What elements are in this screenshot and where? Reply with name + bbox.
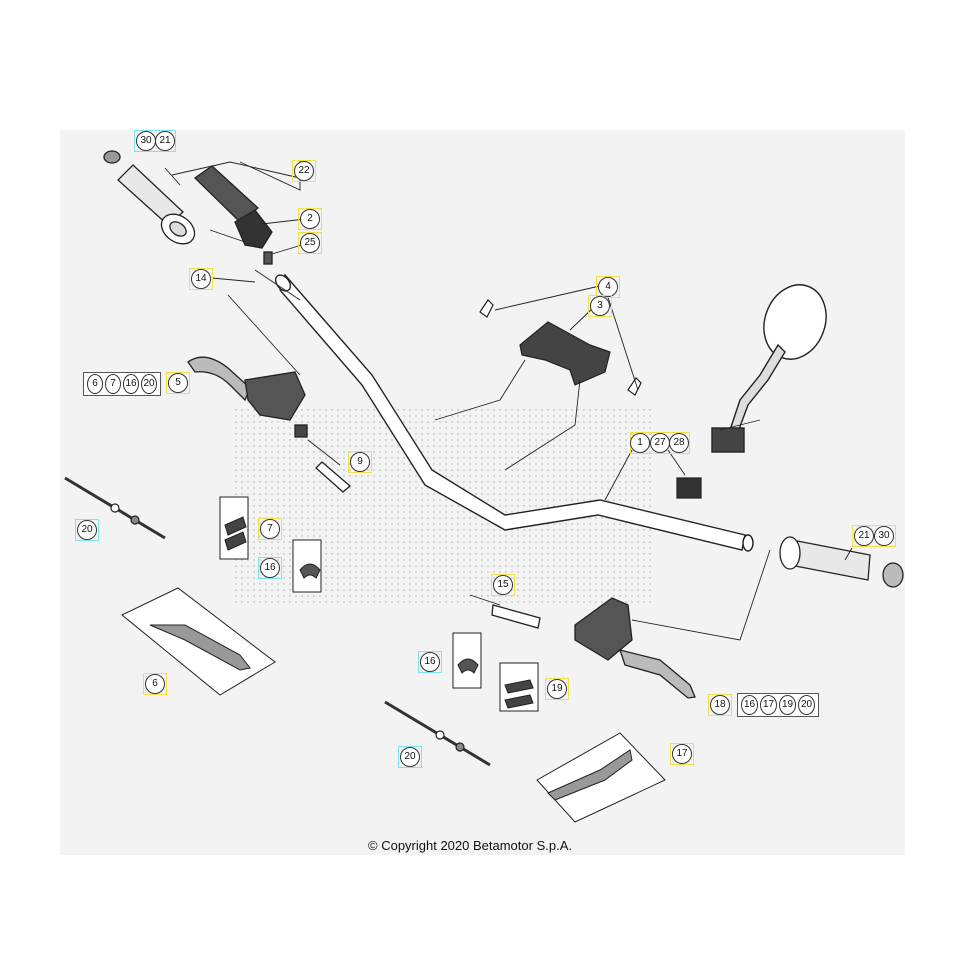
callout-20-right[interactable]: 20 [400,747,420,767]
clamp-box-19 [499,662,539,712]
callout-highlight [596,276,620,298]
callout-21-right[interactable]: 21 [854,526,874,546]
throttle-grip [193,165,273,265]
callout-highlight [258,557,282,579]
callout-30-right[interactable]: 30 [874,526,894,546]
callout-highlight [588,295,612,317]
adjuster-kit-20b [384,700,491,767]
callout-5[interactable]: 5 [168,373,188,393]
reference-group-left: 6 7 16 20 [83,372,161,396]
callout-21-left[interactable]: 21 [155,131,175,151]
lever-box-6 [121,587,276,696]
callout-25[interactable]: 25 [300,233,320,253]
lever-box-17 [536,732,666,823]
callout-highlight [298,208,322,230]
callout-highlight [398,746,422,768]
callout-highlight [491,574,515,596]
callout-15[interactable]: 15 [493,575,513,595]
group-left-item[interactable]: 6 [87,374,103,394]
group-right-item[interactable]: 20 [798,695,815,715]
group-left-item[interactable]: 20 [141,374,157,394]
callout-6[interactable]: 6 [145,674,165,694]
leader-lines [164,160,853,641]
callout-1[interactable]: 1 [630,433,650,453]
kill-switch [676,477,702,499]
clutch-lever-assembly [187,356,351,493]
callout-30-left[interactable]: 30 [136,131,156,151]
clamp-box-16a [292,539,322,593]
callout-highlight [852,525,896,547]
adjuster-kit-20a [64,476,166,540]
handlebar-clamp [479,299,642,396]
brake-master-cylinder [491,597,696,699]
callout-2[interactable]: 2 [300,209,320,229]
mirror [711,284,827,453]
callout-highlight [348,451,372,473]
callout-16-right[interactable]: 16 [420,652,440,672]
callout-highlight [708,694,732,716]
clamp-box-16b [452,632,482,689]
callout-highlight [75,519,99,541]
callout-22[interactable]: 22 [294,161,314,181]
callout-18[interactable]: 18 [710,695,730,715]
clamp-box-7 [219,496,249,560]
callout-16-left[interactable]: 16 [260,558,280,578]
callout-19[interactable]: 19 [547,679,567,699]
callout-highlight [134,130,176,152]
callout-4[interactable]: 4 [598,277,618,297]
callout-highlight [143,673,167,695]
group-right-item[interactable]: 16 [741,695,758,715]
group-left-item[interactable]: 16 [123,374,139,394]
callout-7[interactable]: 7 [260,519,280,539]
callout-highlight [545,678,569,700]
callout-highlight [418,651,442,673]
callout-highlight [166,372,190,394]
right-grip [779,536,904,588]
callout-highlight [292,160,316,182]
callout-3[interactable]: 3 [590,296,610,316]
callout-27[interactable]: 27 [650,433,670,453]
callout-20-left[interactable]: 20 [77,520,97,540]
group-right-item[interactable]: 17 [760,695,777,715]
callout-28[interactable]: 28 [669,433,689,453]
handlebar [274,273,754,552]
callout-highlight [258,518,282,540]
callout-17[interactable]: 17 [672,744,692,764]
callout-highlight [298,232,322,254]
group-left-item[interactable]: 7 [105,374,121,394]
group-right-item[interactable]: 19 [779,695,796,715]
callout-9[interactable]: 9 [350,452,370,472]
copyright-text: © Copyright 2020 Betamotor S.p.A. [368,838,572,853]
reference-group-right: 16 17 19 20 [737,693,819,717]
callout-highlight [670,743,694,765]
callout-highlight [189,268,213,290]
callout-14[interactable]: 14 [191,269,211,289]
left-grip [103,150,196,245]
